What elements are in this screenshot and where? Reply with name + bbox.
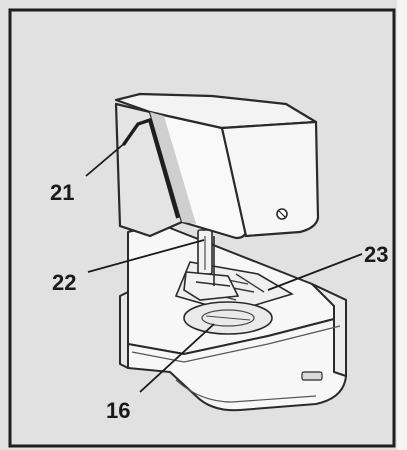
head-right-side — [220, 120, 320, 238]
leader-line-22 — [87, 239, 205, 273]
free-arm-end — [311, 283, 347, 377]
leader-line-21 — [85, 141, 127, 177]
base-bottom-line — [175, 379, 317, 403]
base-edge-line — [131, 325, 341, 363]
head-top — [114, 92, 318, 130]
leader-line-16 — [139, 323, 215, 393]
callout-23: 23 — [364, 242, 388, 267]
right-edge-strip — [397, 0, 407, 450]
callout-21: 21 — [50, 180, 74, 205]
machine-head — [114, 92, 320, 240]
base-left — [119, 291, 129, 369]
base-latch — [301, 371, 323, 381]
thread-take-up-lever — [122, 118, 152, 146]
bobbin-cover-inner — [201, 309, 255, 327]
callout-16: 16 — [106, 398, 130, 423]
diagram-frame — [8, 8, 396, 448]
head-shadow — [150, 112, 196, 224]
bobbin-cover-mark — [205, 315, 251, 321]
callout-22: 22 — [52, 270, 76, 295]
leader-line-23 — [267, 253, 363, 291]
thread-slot — [148, 119, 180, 219]
head-screw-slot — [278, 210, 286, 218]
